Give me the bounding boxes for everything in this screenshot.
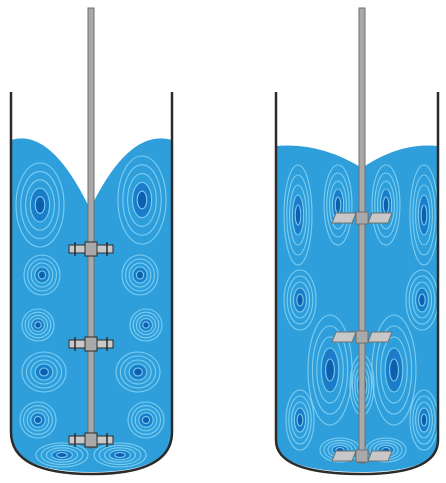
left-impeller-bottom [69, 433, 113, 447]
impeller-blade-left [332, 213, 356, 223]
right-impeller-bottom [332, 450, 392, 462]
impeller-hub [356, 212, 368, 224]
right-impeller-top [332, 212, 392, 224]
impeller-hub [356, 331, 368, 343]
right-shaft [359, 8, 365, 463]
impeller-blade-right [368, 332, 392, 342]
left-shaft [88, 8, 94, 448]
impeller-hub [85, 337, 97, 351]
impeller-blade-right [368, 451, 392, 461]
right-impeller-middle [332, 331, 392, 343]
impeller-blade-left [332, 332, 356, 342]
right-vessel [276, 8, 438, 474]
impeller-hub [85, 242, 97, 256]
left-vessel [11, 8, 172, 474]
left-impeller-middle [69, 337, 113, 351]
impeller-hub [85, 433, 97, 447]
impeller-blade-right [368, 213, 392, 223]
impeller-blade-left [332, 451, 356, 461]
impeller-hub [356, 450, 368, 462]
left-impeller-top [69, 242, 113, 256]
